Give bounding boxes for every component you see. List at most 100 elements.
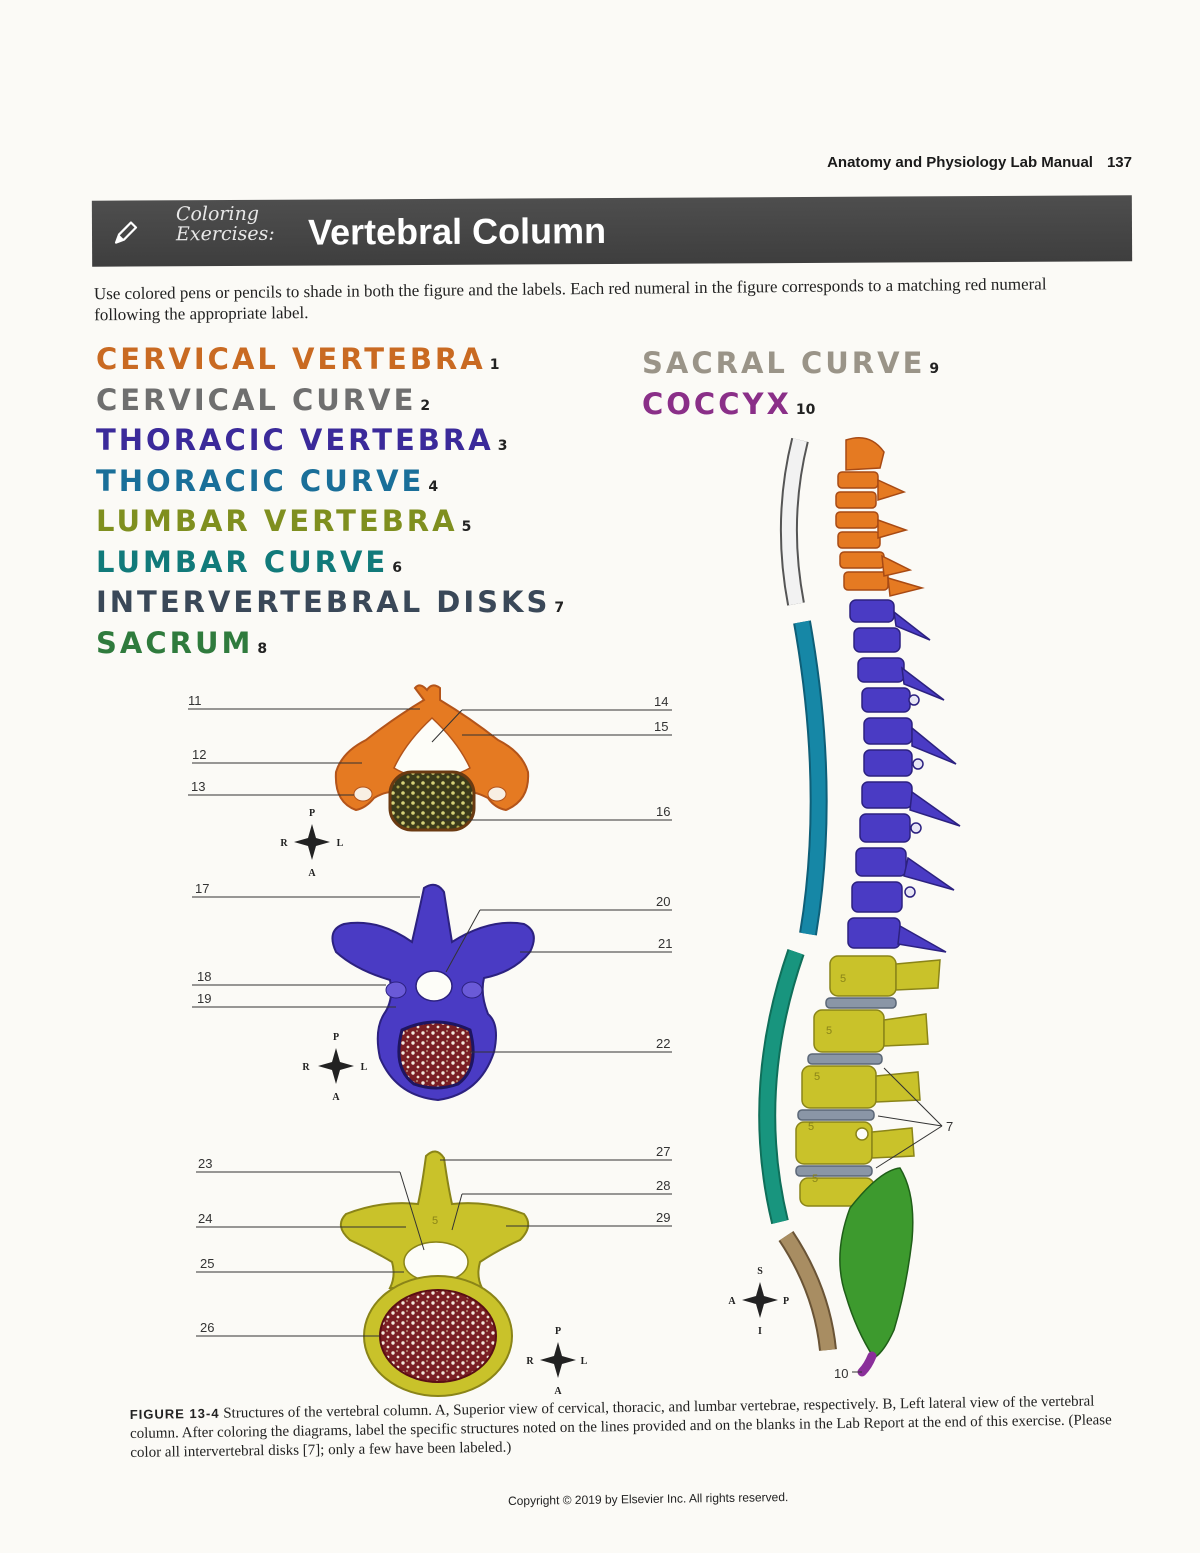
intervertebral-disk <box>797 1109 875 1121</box>
compass-label: A <box>728 1296 736 1307</box>
diagram-number: 18 <box>197 969 211 984</box>
cervical-vertebral-body <box>388 770 476 832</box>
compass-cervical: P A R L <box>280 808 343 879</box>
leader-line <box>445 909 481 973</box>
figure-caption-text: Structures of the vertebral column. A, S… <box>129 1393 1112 1461</box>
diagram-number: 26 <box>200 1320 214 1335</box>
thoracic-spinous-process <box>897 924 947 953</box>
color-label-number: 1 <box>489 357 500 373</box>
lumbar-spinous-process <box>871 1127 915 1159</box>
diagram-number: 17 <box>195 881 209 896</box>
lateral-thoracic-region <box>847 599 961 953</box>
page-number: 137 <box>1106 154 1132 171</box>
lumbar-spinous-process <box>883 1013 929 1047</box>
color-label-text: LUMBAR CURVE <box>96 544 389 579</box>
compass-label: P <box>333 1032 339 1043</box>
compass-label: L <box>337 838 344 849</box>
compass-lumbar: P A R L <box>526 1326 587 1397</box>
leader-line <box>399 1171 425 1251</box>
lumbar-body-mark: 5 <box>812 1173 818 1185</box>
cervical-spinous-process <box>887 576 925 597</box>
compass-label: L <box>361 1062 368 1073</box>
diagram-number: 12 <box>192 747 206 762</box>
color-label-text: SACRUM <box>96 625 254 660</box>
color-label-number: 2 <box>420 397 431 414</box>
lumbar-body-mark: 5 <box>432 1215 438 1227</box>
diagram-number: 20 <box>656 894 670 909</box>
leader-line <box>451 1193 463 1231</box>
color-label-number: 3 <box>497 438 508 454</box>
cervical-segment <box>837 531 881 549</box>
diagram-number: 25 <box>200 1256 214 1271</box>
compass-label: R <box>526 1356 534 1367</box>
compass-label: P <box>309 808 315 819</box>
diagram-numbers: 11 12 13 14 15 16 17 18 19 20 21 22 23 2… <box>188 693 672 1335</box>
thoracic-segment <box>851 881 903 913</box>
sacrum <box>839 1167 914 1360</box>
cervical-curve-bar-fill <box>781 438 807 606</box>
compass-label: L <box>581 1356 588 1367</box>
color-label-text: THORACIC VERTEBRA <box>96 423 494 457</box>
intervertebral-disk <box>825 997 897 1009</box>
spinal-curve-bars <box>758 437 837 1351</box>
disk-number-label: 7 <box>946 1119 953 1134</box>
leader-line <box>883 1067 943 1127</box>
thoracic-segment <box>849 599 895 623</box>
compass-star <box>742 1282 778 1318</box>
thoracic-spinous-process <box>909 790 961 827</box>
leader-line <box>431 709 463 743</box>
intervertebral-disk <box>795 1165 873 1177</box>
compass-label: A <box>332 1092 340 1103</box>
thoracic-costal-facet-left <box>385 981 407 999</box>
thoracic-facet <box>910 822 922 834</box>
color-label-text: INTERVERTEBRAL DISKS <box>96 585 551 619</box>
lateral-leader-lines <box>852 1067 943 1373</box>
leader-line <box>875 1125 943 1169</box>
thoracic-segment <box>857 657 905 683</box>
cervical-transverse-foramen-left <box>353 786 373 802</box>
cervical-transverse-foramen-right <box>487 786 507 802</box>
diagram-number: 11 <box>188 693 202 708</box>
thoracic-segment <box>859 813 911 843</box>
lumbar-vertebra-superior: 5 <box>339 1150 530 1397</box>
diagram-number: 22 <box>656 1036 670 1051</box>
compass-lateral: S I A P <box>728 1266 789 1337</box>
thoracic-segment <box>861 781 913 809</box>
figure-label: FIGURE 13-4 <box>129 1405 220 1422</box>
color-label-number: 6 <box>392 559 402 576</box>
cervical-spinous-process <box>881 554 913 577</box>
thoracic-spinous-process <box>903 856 955 891</box>
cervical-vertebra-superior <box>334 684 530 832</box>
compass-star <box>540 1342 576 1378</box>
color-label-number: 7 <box>554 600 565 616</box>
thoracic-vertebral-foramen <box>415 970 453 1002</box>
running-title: Anatomy and Physiology Lab Manual <box>827 154 1093 171</box>
compass-label: R <box>302 1062 310 1073</box>
cervical-leader-lines <box>188 708 672 821</box>
thoracic-segment <box>847 917 901 949</box>
color-label-text: LUMBAR VERTEBRA <box>96 504 458 538</box>
color-label-number: 5 <box>461 519 472 535</box>
lateral-lumbar-region: 5 5 5 5 5 <box>795 955 941 1207</box>
color-label-number: 8 <box>257 640 268 657</box>
thoracic-vertebra-superior <box>331 883 535 1102</box>
cervical-spinous-process <box>877 478 907 502</box>
color-label-number: 4 <box>428 478 439 495</box>
lumbar-foramen <box>855 1127 869 1141</box>
cervical-segment <box>835 491 877 509</box>
color-label-text: COCCYX <box>642 386 792 421</box>
cervical-segment <box>837 471 879 489</box>
thoracic-segment <box>855 847 907 877</box>
diagram-number: 29 <box>656 1210 670 1225</box>
thoracic-vertebral-body <box>397 1020 475 1090</box>
thoracic-segment <box>863 749 913 777</box>
diagram-number: 23 <box>198 1156 212 1171</box>
pencil-icon <box>114 221 138 244</box>
compass-label: I <box>758 1326 762 1337</box>
